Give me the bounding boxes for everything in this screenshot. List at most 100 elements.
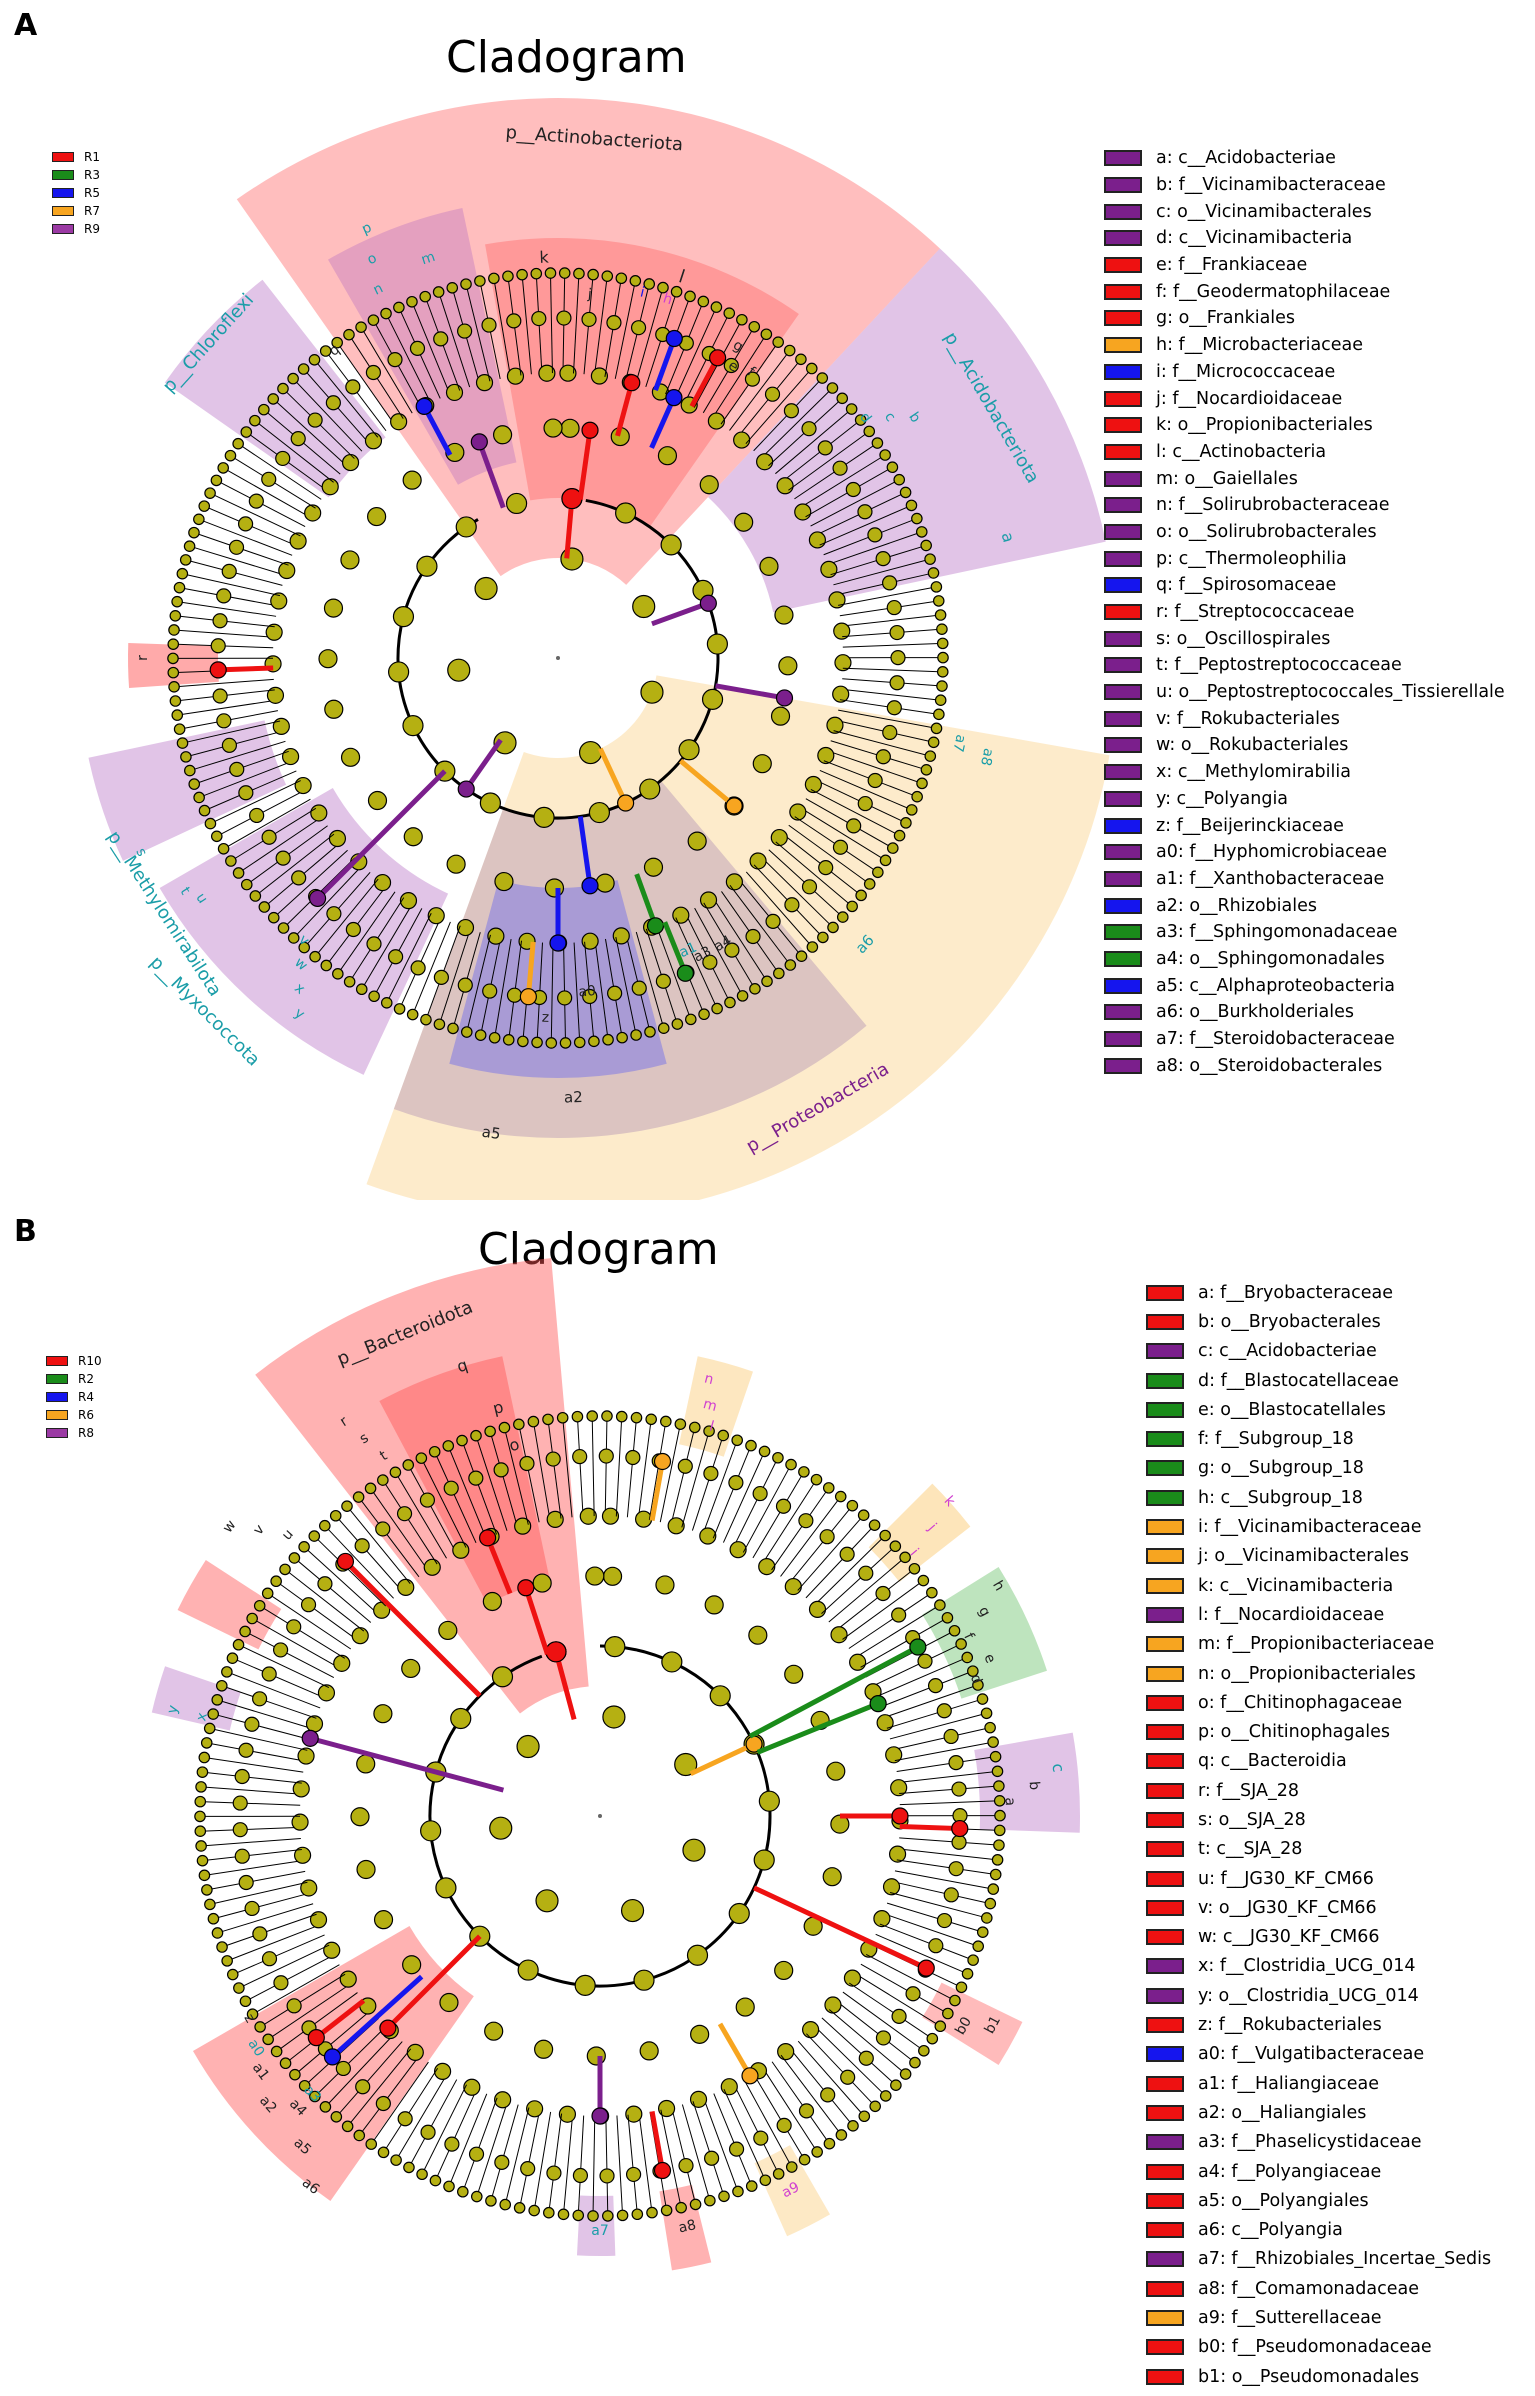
biomarker-branch bbox=[649, 1461, 665, 1521]
leaf-node bbox=[911, 512, 923, 525]
tree-node bbox=[834, 654, 852, 672]
tree-branch bbox=[637, 1419, 652, 1519]
leaf-node bbox=[993, 1839, 1005, 1851]
leaf-node bbox=[196, 1854, 209, 1867]
leaf-node bbox=[262, 2033, 274, 2046]
biomarker-node bbox=[336, 1552, 355, 1571]
leaf-node bbox=[631, 2208, 644, 2221]
tree-node bbox=[481, 317, 497, 333]
tree-branch bbox=[533, 2111, 552, 2211]
tree-branch bbox=[189, 740, 286, 772]
taxon-legend-item: t: c__SJA_28 bbox=[1146, 1835, 1491, 1864]
legend-swatch bbox=[1146, 1987, 1184, 2004]
tree-node bbox=[753, 2130, 769, 2146]
leaf-node bbox=[645, 1413, 657, 1426]
tree-node bbox=[237, 516, 254, 532]
leaf-node bbox=[530, 267, 543, 280]
tree-node bbox=[402, 470, 422, 490]
taxon-legend-item: a4: o__Sphingomonadales bbox=[1104, 946, 1505, 973]
leaf-node bbox=[267, 911, 280, 924]
tree-node bbox=[252, 1926, 268, 1942]
tree-node bbox=[764, 386, 781, 402]
leaf-node bbox=[232, 1638, 245, 1651]
tree-branch bbox=[842, 1991, 925, 2052]
leaf-node bbox=[872, 866, 884, 879]
leaf-node bbox=[527, 1415, 540, 1428]
leaf-node bbox=[736, 990, 749, 1002]
tree-node bbox=[494, 2154, 510, 2170]
tree-node bbox=[905, 1986, 921, 2002]
leaf-node bbox=[341, 2120, 354, 2133]
clade-label: r bbox=[135, 655, 151, 661]
tree-branch bbox=[370, 1488, 429, 1571]
legend-swatch bbox=[1146, 2192, 1184, 2209]
tree-node bbox=[345, 379, 361, 395]
legend-swatch bbox=[1146, 1811, 1184, 1828]
tree-branch bbox=[465, 284, 491, 382]
clade-sector bbox=[236, 97, 940, 585]
taxon-label: t: c__SJA_28 bbox=[1198, 1839, 1303, 1860]
tree-node bbox=[682, 1838, 706, 1862]
tree-branch bbox=[752, 1471, 805, 1559]
tree-branch bbox=[760, 387, 833, 459]
tree-node bbox=[826, 716, 844, 734]
tree-node bbox=[474, 576, 498, 601]
tree-branch bbox=[745, 368, 813, 445]
taxon-legend-item: f: f__Geodermatophilaceae bbox=[1104, 278, 1505, 305]
biomarker-node bbox=[549, 934, 567, 952]
taxon-legend-item: y: o__Clostridia_UCG_014 bbox=[1146, 1981, 1491, 2010]
tree-branch bbox=[549, 273, 553, 374]
tree-node bbox=[875, 550, 891, 567]
tree-branch bbox=[842, 667, 943, 673]
tree-node bbox=[951, 1781, 967, 1797]
panel-letter: B bbox=[14, 1214, 37, 1249]
tree-node bbox=[873, 1910, 891, 1928]
tree-node bbox=[572, 2167, 589, 2184]
tree-node bbox=[531, 310, 547, 327]
group-legend-item: R9 bbox=[52, 220, 100, 238]
leaf-node bbox=[795, 950, 808, 963]
tree-node bbox=[289, 532, 307, 550]
legend-swatch bbox=[1146, 1753, 1184, 1770]
tree-node bbox=[388, 949, 404, 965]
biomarker-branch bbox=[421, 405, 453, 457]
legend-swatch bbox=[1104, 497, 1142, 514]
leaf-node bbox=[724, 996, 736, 1009]
tree-node bbox=[366, 936, 382, 952]
tree-node bbox=[286, 1619, 302, 1635]
tree-branch bbox=[681, 1431, 710, 1528]
taxon-label: y: c__Polyangia bbox=[1156, 788, 1289, 809]
leaf-node bbox=[239, 1995, 252, 2008]
leaf-node bbox=[196, 1766, 209, 1778]
legend-swatch bbox=[1146, 1606, 1184, 1623]
taxon-label: o: f__Chitinophagaceae bbox=[1198, 1692, 1403, 1713]
leaf-node bbox=[239, 1625, 251, 1638]
leaf-node bbox=[886, 461, 899, 474]
taxon-label: a4: f__Polyangiaceae bbox=[1198, 2161, 1382, 2182]
leaf-node bbox=[772, 1451, 784, 1464]
taxon-label: p: c__Thermoleophilia bbox=[1156, 548, 1347, 569]
tree-node bbox=[595, 873, 615, 893]
taxon-legend-item: n: f__Solirubrobacteraceae bbox=[1104, 492, 1505, 519]
tree-branch bbox=[810, 479, 900, 527]
tree-node bbox=[487, 927, 505, 945]
tree-node bbox=[882, 724, 898, 741]
tree-branch bbox=[605, 2115, 609, 2216]
tree-branch bbox=[898, 1848, 998, 1861]
tree-node bbox=[655, 973, 671, 989]
leaf-node bbox=[749, 983, 761, 995]
leaf-node bbox=[942, 2007, 954, 2020]
taxon-label: c: o__Vicinamibacterales bbox=[1156, 201, 1372, 222]
legend-swatch bbox=[52, 188, 74, 198]
leaf-node bbox=[745, 1439, 757, 1452]
leaf-node bbox=[320, 959, 333, 972]
tree-branch bbox=[854, 1604, 941, 1659]
tree-branch bbox=[894, 1741, 994, 1762]
taxon-label: a8: o__Steroidobacterales bbox=[1156, 1055, 1383, 1076]
taxon-label: d: f__Blastocatellaceae bbox=[1198, 1370, 1399, 1391]
leaf-node bbox=[630, 1411, 643, 1424]
tree-node bbox=[292, 1780, 310, 1798]
biomarker-branch bbox=[330, 1974, 424, 2059]
tree-branch bbox=[702, 1440, 738, 1535]
tree-branch bbox=[896, 1859, 996, 1876]
